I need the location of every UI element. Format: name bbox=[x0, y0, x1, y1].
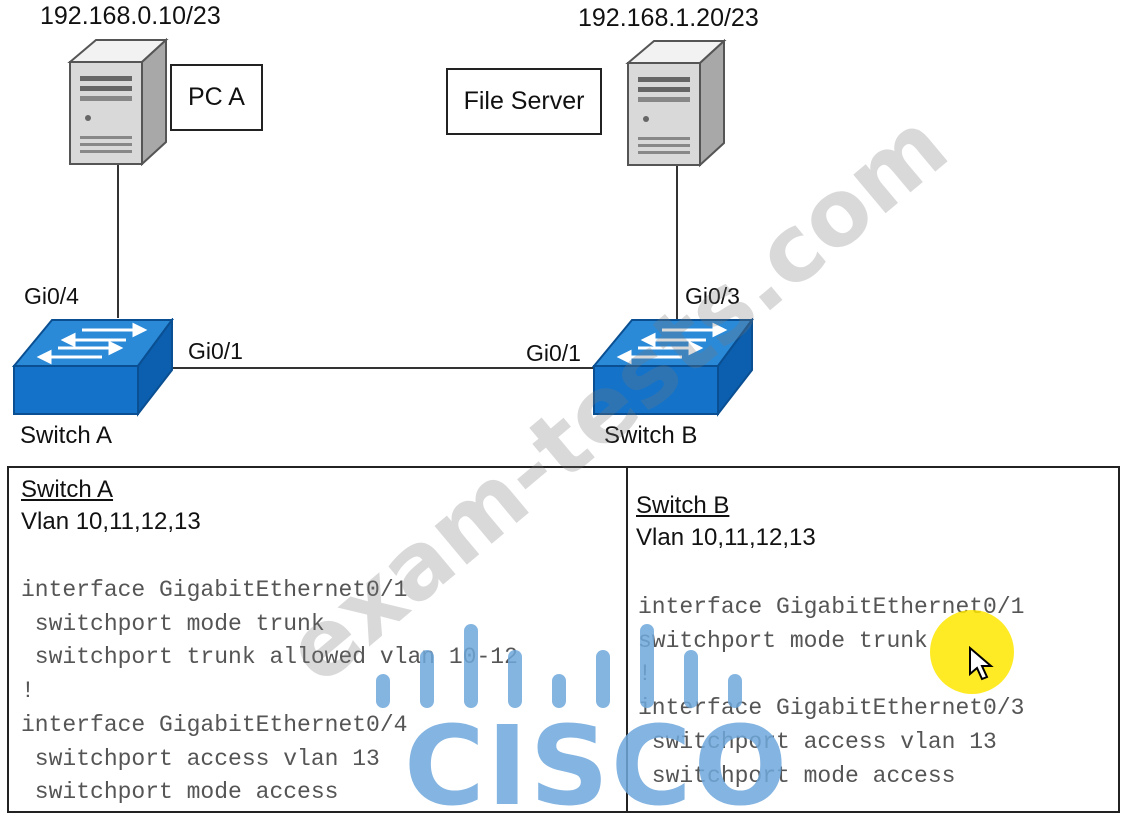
pc-a-ip: 192.168.0.10/23 bbox=[40, 2, 221, 30]
cisco-logo-bars bbox=[376, 620, 746, 716]
logo-bar bbox=[508, 650, 522, 708]
logo-bar bbox=[552, 674, 566, 708]
file-server-label: File Server bbox=[446, 68, 602, 135]
logo-bar bbox=[376, 674, 390, 708]
config-a-title: Switch A bbox=[21, 476, 114, 503]
file-server-tower-icon[interactable] bbox=[624, 36, 728, 168]
switch-a-port-trunk: Gi0/1 bbox=[188, 338, 243, 364]
switch-b-port-access: Gi0/3 bbox=[685, 283, 740, 309]
logo-bar bbox=[596, 650, 610, 708]
config-line: switchport access vlan 13 bbox=[638, 728, 997, 755]
logo-bar bbox=[684, 650, 698, 708]
switch-b-name: Switch B bbox=[604, 422, 698, 449]
switch-b-icon[interactable] bbox=[592, 318, 754, 418]
config-b-title: Switch B bbox=[636, 492, 730, 519]
cisco-logo-word: CISCO bbox=[404, 702, 790, 830]
config-line: switchport mode access bbox=[21, 779, 339, 806]
config-line: switchport access vlan 13 bbox=[21, 745, 380, 772]
logo-bar bbox=[640, 624, 654, 708]
mouse-pointer-icon bbox=[969, 646, 994, 681]
switch-b-port-trunk: Gi0/1 bbox=[526, 340, 581, 366]
pc-a-label: PC A bbox=[170, 64, 263, 131]
pc-a-tower-icon[interactable] bbox=[66, 36, 170, 166]
config-line: switchport mode trunk bbox=[21, 610, 325, 637]
config-line: ! bbox=[21, 678, 35, 705]
config-line: interface GigabitEthernet0/1 bbox=[21, 577, 408, 603]
config-b-vlans: Vlan 10,11,12,13 bbox=[636, 524, 816, 551]
config-line: interface GigabitEthernet0/1 bbox=[638, 594, 1025, 620]
logo-bar bbox=[728, 674, 742, 708]
config-a-vlans: Vlan 10,11,12,13 bbox=[21, 508, 201, 535]
switch-a-port-access: Gi0/4 bbox=[24, 283, 79, 309]
config-line: interface GigabitEthernet0/4 bbox=[21, 711, 408, 738]
switch-a-name: Switch A bbox=[20, 422, 113, 449]
file-server-ip: 192.168.1.20/23 bbox=[578, 4, 759, 32]
switch-a-icon[interactable] bbox=[12, 318, 174, 418]
config-line: switchport mode access bbox=[638, 762, 956, 789]
config-a-lines: interface GigabitEthernet0/1 switchport … bbox=[21, 574, 518, 810]
config-panel-switch-a: Switch A Vlan 10,11,12,13 interface Giga… bbox=[7, 466, 628, 813]
logo-bar bbox=[464, 624, 478, 708]
config-panel-switch-b: Switch B Vlan 10,11,12,13 interface Giga… bbox=[626, 466, 1120, 813]
topology-links bbox=[117, 160, 678, 369]
logo-bar bbox=[420, 650, 434, 708]
config-line: switchport mode trunk bbox=[638, 627, 928, 654]
config-b-lines: interface GigabitEthernet0/1 switchport … bbox=[638, 591, 1024, 793]
